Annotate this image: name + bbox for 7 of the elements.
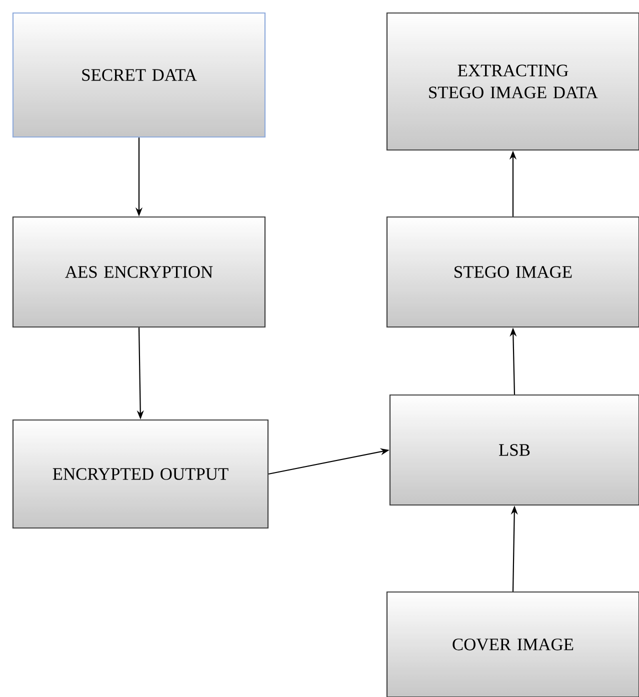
process-box: EXTRACTING STEGO IMAGE DATA [386, 12, 639, 151]
process-box: COVER IMAGE [386, 591, 639, 697]
process-box: LSB [389, 394, 639, 506]
process-box: SECRET DATA [12, 12, 266, 138]
process-box: STEGO IMAGE [386, 216, 639, 328]
process-box: ENCRYPTED OUTPUT [12, 419, 269, 529]
process-box: AES ENCRYPTION [12, 216, 266, 328]
